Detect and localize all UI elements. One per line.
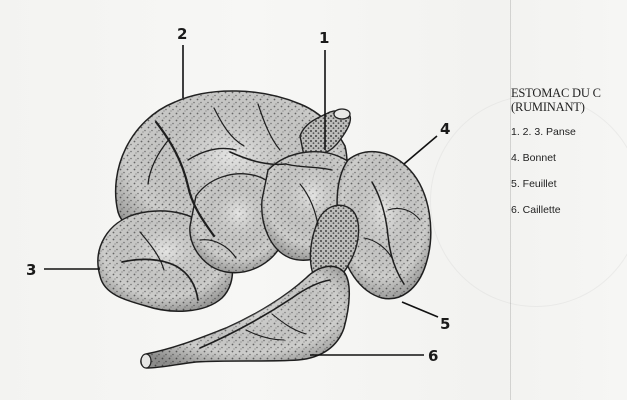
callout-6: 6: [428, 347, 438, 365]
callout-5: 5: [440, 315, 450, 333]
legend-item-panse: 1. 2. 3. Panse: [511, 126, 627, 138]
legend-title-line-1: ESTOMAC DU C: [511, 86, 627, 100]
legend-item-caillette: 6. Caillette: [511, 204, 627, 216]
callout-1: 1: [319, 29, 329, 47]
callout-2: 2: [177, 25, 187, 43]
legend-item-feuillet: 5. Feuillet: [511, 178, 627, 190]
legend-item-bonnet: 4. Bonnet: [511, 152, 627, 164]
legend: ESTOMAC DU C (RUMINANT) 1. 2. 3. Panse 4…: [511, 86, 627, 216]
legend-title-line-2: (RUMINANT): [511, 100, 627, 114]
leader-4: [404, 136, 437, 164]
callout-3: 3: [26, 261, 36, 279]
leader-5: [402, 302, 438, 317]
callout-4: 4: [440, 120, 450, 138]
